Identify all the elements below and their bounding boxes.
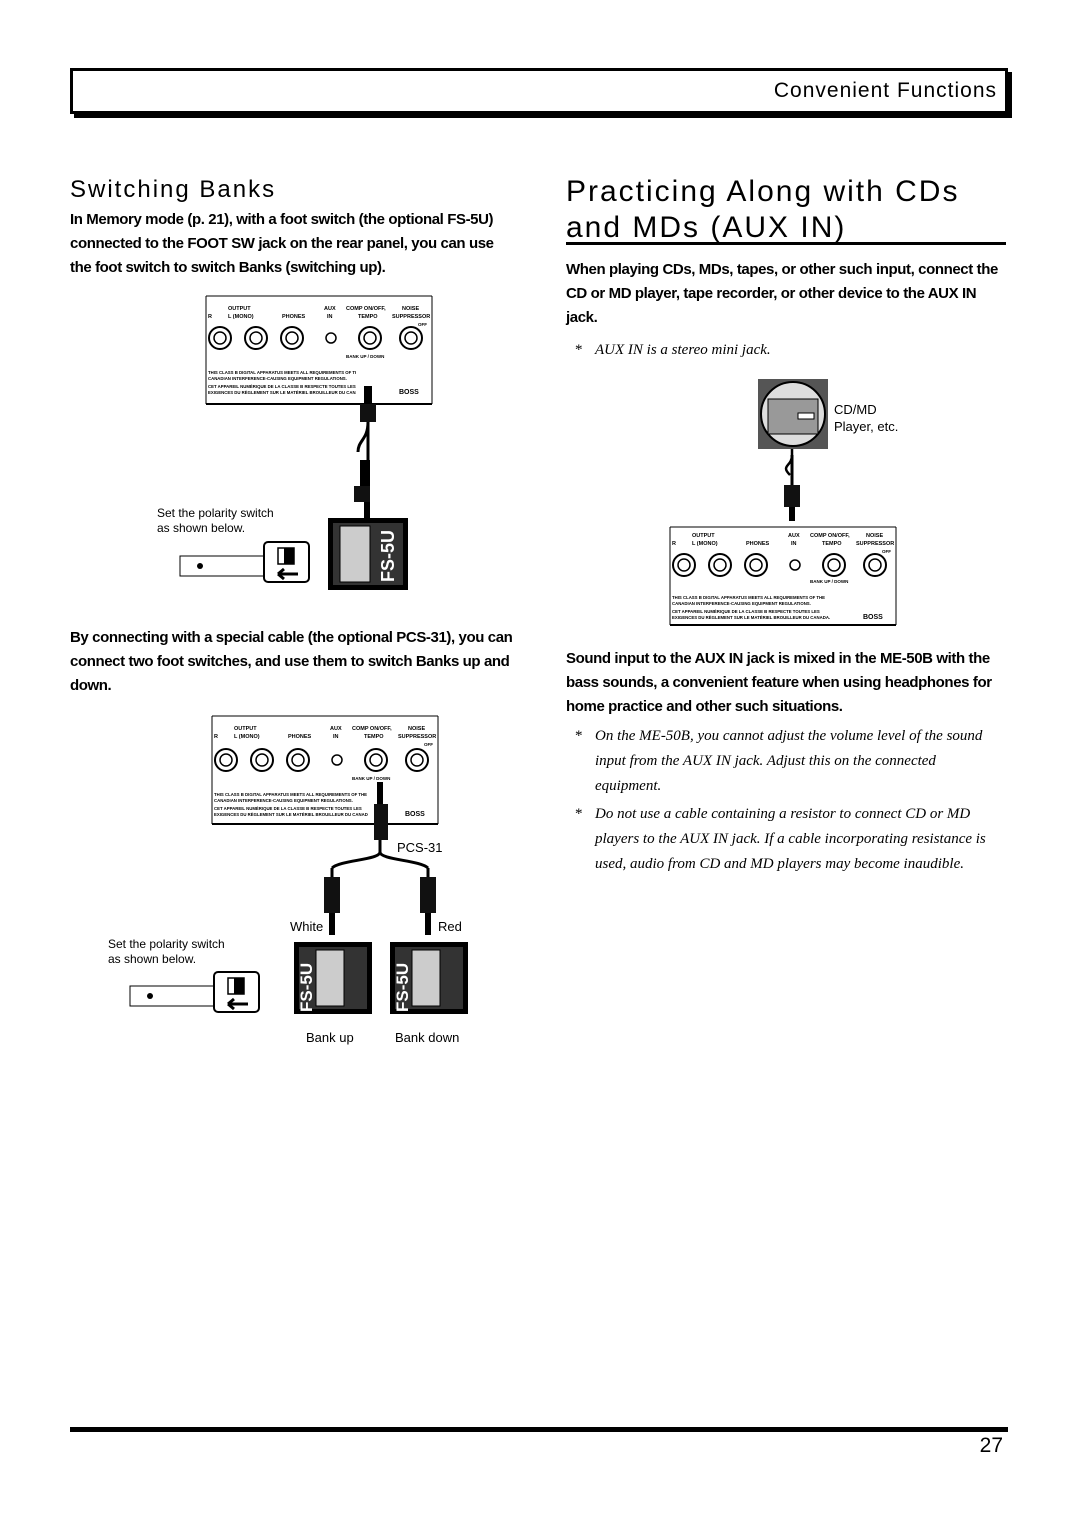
svg-text:SUPPRESSOR: SUPPRESSOR [398, 734, 436, 740]
svg-text:L (MONO): L (MONO) [692, 541, 718, 547]
svg-text:OUTPUT: OUTPUT [234, 726, 257, 732]
svg-text:OFF: OFF [424, 742, 433, 747]
panel-aux: AUX [324, 306, 336, 312]
svg-text:THIS CLASS B DIGITAL APPARATUS: THIS CLASS B DIGITAL APPARATUS MEETS ALL… [672, 595, 825, 600]
svg-text:BOSS: BOSS [405, 811, 425, 818]
cd-player-icon [758, 379, 828, 449]
pcs31-label: PCS-31 [397, 840, 443, 855]
aux-in-heading-line2: and MDs (AUX IN) [566, 211, 847, 244]
cd-label-1: CD/MD [834, 402, 877, 417]
fs5u-pedal-up: FS-5U [294, 942, 372, 1014]
panel-brand: BOSS [399, 389, 419, 396]
svg-text:L (MONO): L (MONO) [234, 734, 260, 740]
bank-down-label: Bank down [395, 1030, 460, 1045]
polarity-caption-2b: as shown below. [108, 952, 197, 966]
red-label: Red [438, 919, 462, 934]
svg-text:THIS CLASS B DIGITAL APPARATUS: THIS CLASS B DIGITAL APPARATUS MEETS ALL… [214, 792, 367, 797]
svg-text:CET APPAREIL NUMÉRIQUE DE LA C: CET APPAREIL NUMÉRIQUE DE LA CLASSE B RE… [214, 806, 362, 811]
pedal-model-text: FS-5U [378, 530, 398, 582]
dual-footswitch-diagram: OUTPUT R L (MONO) PHONES AUX IN COMP ON/… [129, 715, 468, 1014]
panel-reg4: EXIGENCES DU RÈGLEMENT SUR LE MATÉRIEL B… [208, 390, 366, 395]
svg-text:PHONES: PHONES [288, 734, 312, 740]
rear-panel-3: OUTPUT R L (MONO) PHONES AUX IN COMP ON/… [669, 526, 897, 626]
svg-text:EXIGENCES DU RÈGLEMENT SUR LE: EXIGENCES DU RÈGLEMENT SUR LE MATÉRIEL B… [214, 812, 372, 817]
heading-rule [566, 242, 1006, 245]
panel-reg1: THIS CLASS B DIGITAL APPARATUS MEETS ALL… [208, 370, 361, 375]
svg-text:IN: IN [333, 734, 339, 740]
footer-rule [70, 1427, 1008, 1432]
fs5u-pedal: FS-5U [328, 518, 408, 590]
polarity-caption-1b: as shown below. [157, 521, 246, 535]
panel-bank: BANK UP / DOWN [346, 354, 384, 359]
rear-panel: OUTPUT R L (MONO) PHONES AUX IN COMP ON/… [205, 295, 433, 405]
cd-player-diagram: OUTPUT R L (MONO) PHONES AUX IN COMP ON/… [669, 379, 897, 626]
svg-text:PHONES: PHONES [746, 541, 770, 547]
svg-text:EXIGENCES DU RÈGLEMENT SUR LE: EXIGENCES DU RÈGLEMENT SUR LE MATÉRIEL B… [672, 615, 830, 620]
svg-text:CET APPAREIL NUMÉRIQUE DE LA C: CET APPAREIL NUMÉRIQUE DE LA CLASSE B RE… [672, 609, 820, 614]
rear-panel-2: OUTPUT R L (MONO) PHONES AUX IN COMP ON/… [211, 715, 439, 825]
svg-text:CANADIAN INTERFERENCE-CAUSING: CANADIAN INTERFERENCE-CAUSING EQUIPMENT … [214, 798, 353, 803]
bank-up-label: Bank up [306, 1030, 354, 1045]
svg-text:TEMPO: TEMPO [364, 734, 384, 740]
aux-in-heading: Practicing Along with CDs and MDs (AUX I… [566, 174, 1006, 246]
svg-text:SUPPRESSOR: SUPPRESSOR [856, 541, 894, 547]
switching-banks-intro: In Memory mode (p. 21), with a foot swit… [70, 211, 494, 276]
panel-output: OUTPUT [228, 306, 251, 312]
pcs31-paragraph: By connecting with a special cable (the … [70, 629, 513, 694]
plug-cable [354, 386, 376, 518]
section-header-box: Convenient Functions [70, 68, 1008, 114]
aux-in-heading-line1: Practicing Along with CDs [566, 175, 960, 208]
aux-note-1: *AUX IN is a stereo mini jack. [575, 342, 771, 358]
svg-text:BANK UP / DOWN: BANK UP / DOWN [352, 776, 390, 781]
svg-text:FS-5U: FS-5U [297, 963, 316, 1012]
svg-text:TEMPO: TEMPO [822, 541, 842, 547]
panel-noise: NOISE [402, 306, 419, 312]
svg-text:COMP ON/OFF,: COMP ON/OFF, [810, 533, 850, 539]
panel-r: R [208, 314, 212, 320]
pcs31-cable [324, 782, 436, 935]
section-title: Convenient Functions [773, 79, 997, 102]
panel-phones: PHONES [282, 314, 306, 320]
svg-text:R: R [214, 734, 218, 740]
svg-text:IN: IN [791, 541, 797, 547]
page-number: 27 [979, 1434, 1003, 1457]
aux-mix-paragraph: Sound input to the AUX IN jack is mixed … [566, 650, 992, 715]
panel-l: L (MONO) [228, 314, 254, 320]
svg-text:R: R [672, 541, 676, 547]
panel-reg2: CANADIAN INTERFERENCE-CAUSING EQUIPMENT … [208, 376, 347, 381]
polarity-caption-2a: Set the polarity switch [108, 937, 225, 951]
panel-in: IN [327, 314, 333, 320]
aux-note-3: *Do not use a cable containing a resisto… [575, 806, 986, 872]
fs5u-pedal-down: FS-5U [390, 942, 468, 1014]
svg-text:BOSS: BOSS [863, 614, 883, 621]
polarity-caption-1a: Set the polarity switch [157, 506, 274, 520]
svg-text:NOISE: NOISE [408, 726, 425, 732]
polarity-switch-inset-2 [129, 971, 260, 1013]
svg-text:OFF: OFF [882, 549, 891, 554]
cd-label-2: Player, etc. [834, 419, 899, 434]
svg-text:BANK UP / DOWN: BANK UP / DOWN [810, 579, 848, 584]
svg-text:AUX: AUX [788, 533, 800, 539]
svg-text:FS-5U: FS-5U [393, 963, 412, 1012]
svg-text:COMP ON/OFF,: COMP ON/OFF, [352, 726, 392, 732]
panel-suppressor: SUPPRESSOR [392, 314, 430, 320]
panel-reg3: CET APPAREIL NUMÉRIQUE DE LA CLASSE B RE… [208, 384, 356, 389]
switching-banks-heading: Switching Banks [70, 176, 277, 203]
panel-off: OFF [418, 322, 427, 327]
single-footswitch-diagram: OUTPUT R L (MONO) PHONES AUX IN COMP ON/… [179, 295, 433, 590]
polarity-switch-inset [179, 541, 310, 583]
aux-in-intro: When playing CDs, MDs, tapes, or other s… [566, 261, 998, 326]
white-label: White [290, 919, 324, 934]
panel-comp: COMP ON/OFF, [346, 306, 386, 312]
panel-tempo: TEMPO [358, 314, 378, 320]
svg-text:CANADIAN INTERFERENCE-CAUSING: CANADIAN INTERFERENCE-CAUSING EQUIPMENT … [672, 601, 811, 606]
svg-text:AUX: AUX [330, 726, 342, 732]
aux-note-2: *On the ME-50B, you cannot adjust the vo… [575, 728, 983, 794]
svg-text:NOISE: NOISE [866, 533, 883, 539]
svg-text:OUTPUT: OUTPUT [692, 533, 715, 539]
